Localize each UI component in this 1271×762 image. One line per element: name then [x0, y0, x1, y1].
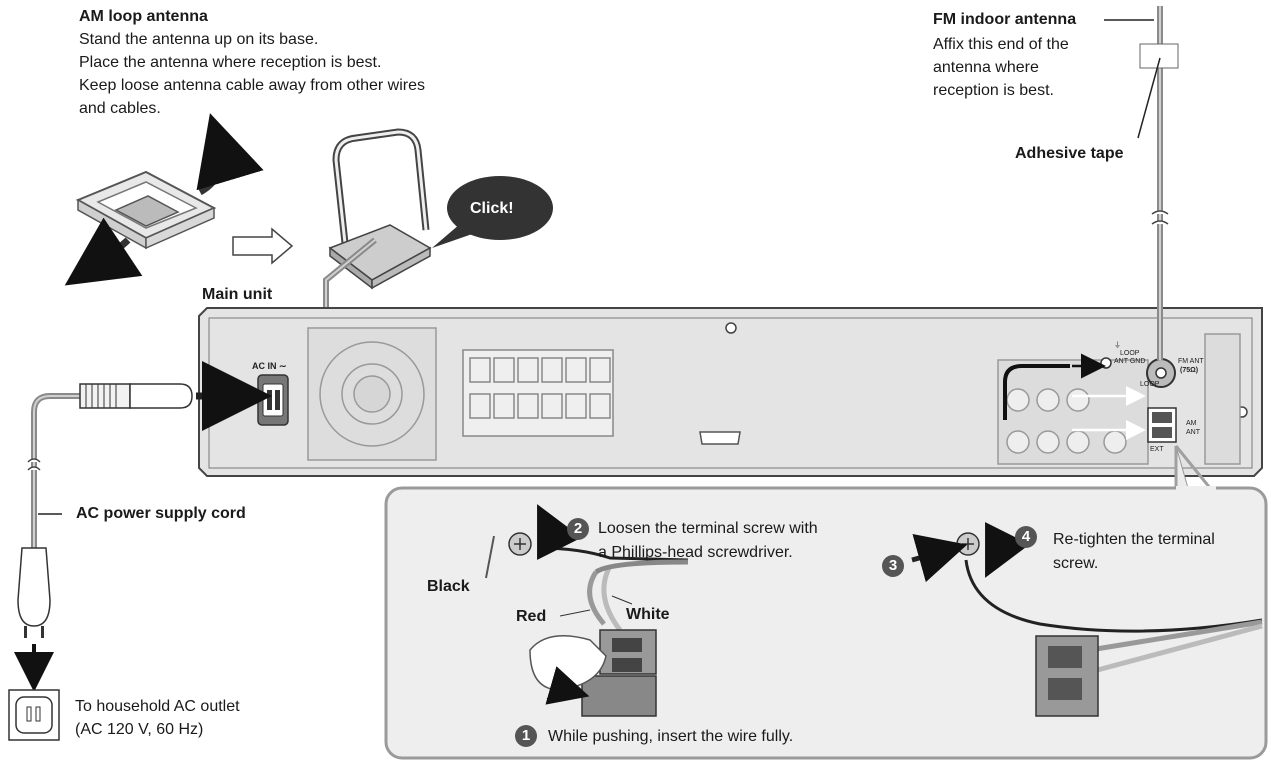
fm-antenna-title: FM indoor antenna — [933, 11, 1077, 28]
fm-ant-label: FM ANT — [1178, 358, 1204, 365]
step-1-text: While pushing, insert the wire fully. — [548, 728, 794, 745]
wave-icon: ∼ — [279, 361, 287, 371]
step-4-text: Re-tighten the terminal — [1053, 531, 1215, 548]
step-4-text: screw. — [1053, 555, 1099, 572]
loop-ant-gnd-label: ANT GND — [1114, 358, 1146, 365]
step-2-badge: 2 — [567, 518, 589, 540]
click-bubble — [432, 176, 553, 248]
outlet-label: (AC 120 V, 60 Hz) — [75, 721, 204, 738]
red-wire-label: Red — [516, 608, 547, 625]
ac-power-cord — [31, 393, 80, 548]
step-1-badge: 1 — [515, 725, 537, 747]
am-antenna-title: AM loop antenna — [79, 8, 208, 25]
am-antenna-line: Keep loose antenna cable away from other… — [79, 77, 425, 94]
loop-label: LOOP — [1140, 381, 1160, 388]
black-wire-label: Black — [427, 578, 470, 595]
ext-label: EXT — [1150, 446, 1164, 453]
ground-icon: ⏚ — [1114, 342, 1121, 349]
wall-plug — [17, 547, 51, 638]
step-4-badge: 4 — [1015, 526, 1037, 548]
fm-antenna-line: antenna where — [933, 59, 1039, 76]
fm-antenna-line: Affix this end of the — [933, 36, 1069, 53]
outlet-label: To household AC outlet — [75, 698, 240, 715]
am-antenna-line: and cables. — [79, 100, 161, 117]
main-unit-label: Main unit — [202, 286, 273, 303]
click-label: Click! — [470, 200, 514, 217]
white-wire-label: White — [626, 606, 670, 623]
am-antenna-line: Stand the antenna up on its base. — [79, 31, 319, 48]
adhesive-tape-label: Adhesive tape — [1015, 145, 1124, 162]
fm-ant-label: (75Ω) — [1180, 367, 1199, 374]
step-3-badge: 3 — [882, 555, 904, 577]
am-antenna-line: Place the antenna where reception is bes… — [79, 54, 382, 71]
am-ant-label: AM — [1186, 420, 1197, 427]
rotate-down-arrow — [64, 217, 143, 286]
retighten-illustration — [911, 521, 1263, 717]
wall-outlet-icon — [8, 689, 60, 741]
am-antenna-flat — [75, 170, 217, 250]
ac-plug-connector — [79, 383, 193, 409]
hollow-arrow — [232, 227, 294, 265]
ac-in-label: AC IN ∼ — [252, 361, 287, 371]
rotate-up-arrow — [196, 113, 264, 196]
loop-ant-gnd-label: LOOP — [1120, 350, 1140, 357]
fm-antenna-line: reception is best. — [933, 82, 1054, 99]
step-2-text: Loosen the terminal screw with — [598, 520, 818, 537]
wire-insert-illustration — [485, 504, 689, 717]
ac-cord-label: AC power supply cord — [76, 505, 246, 522]
am-antenna-standing — [328, 128, 432, 290]
am-ant-label: ANT — [1186, 429, 1200, 436]
step-2-text: a Phillips-head screwdriver. — [598, 544, 793, 561]
main-unit-panel — [198, 307, 1263, 477]
